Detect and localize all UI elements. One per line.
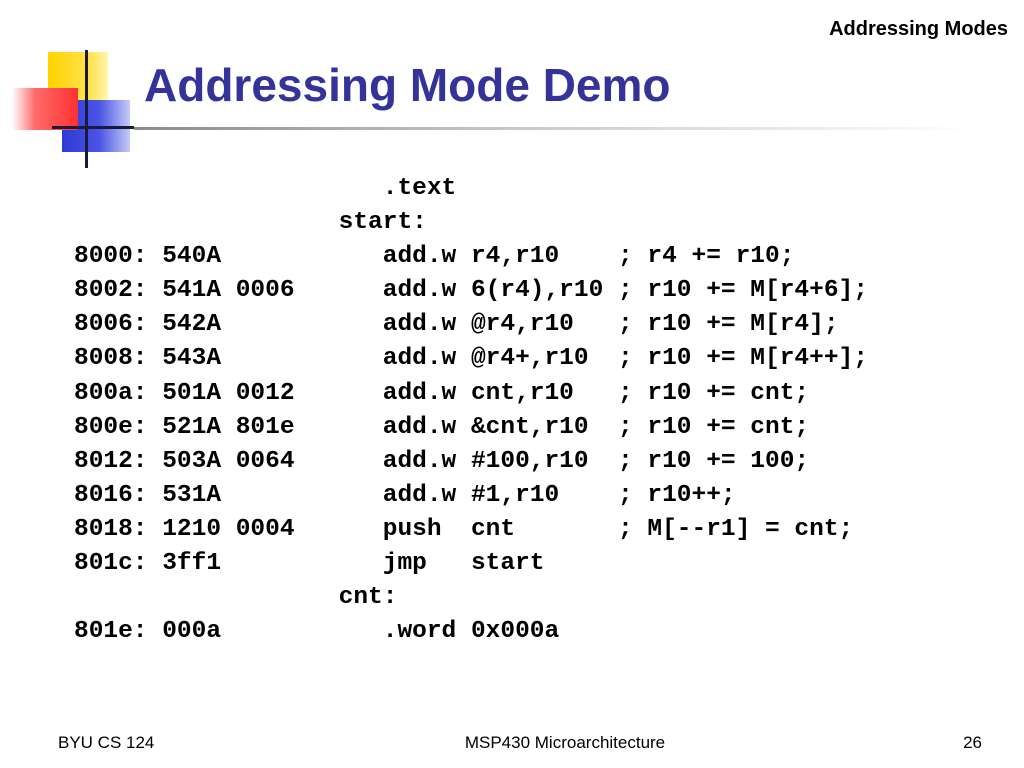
code-line: 801c: 3ff1 jmp start [74,550,545,578]
code-line: .text [74,175,457,202]
section-header: Addressing Modes [829,18,1008,40]
red-square [12,88,78,130]
code-line: 8018: 1210 0004 push cnt ; M[--r1] = cnt… [74,515,854,543]
code-line: 8008: 543A add.w @r4+,r10 ; r10 += M[r4+… [74,345,868,373]
footer-course: BYU CS 124 [58,733,155,752]
footer-topic: MSP430 Microarchitecture [464,733,666,752]
code-line: 8006: 542A add.w @r4,r10 ; r10 += M[r4]; [74,311,839,339]
logo-vertical-line [85,50,88,168]
page-number: 26 [963,733,982,752]
slide-title: Addressing Mode Demo [144,59,671,111]
code-line: 8002: 541A 0006 add.w 6(r4),r10 ; r10 +=… [74,277,868,305]
logo-squares [0,0,160,175]
code-line: start: [74,209,427,237]
code-line: 800e: 521A 801e add.w &cnt,r10 ; r10 += … [74,413,810,441]
assembly-listing: .text start: 8000: 540A add.w r4,r10 ; r4… [74,172,868,649]
code-line: 800a: 501A 0012 add.w cnt,r10 ; r10 += c… [74,379,810,407]
code-line: 801e: 000a .word 0x000a [74,618,560,646]
code-line: 8016: 531A add.w #1,r10 ; r10++; [74,481,736,509]
code-line: 8012: 503A 0064 add.w #100,r10 ; r10 += … [74,447,810,475]
code-line: 8000: 540A add.w r4,r10 ; r4 += r10; [74,243,795,271]
code-line: cnt: [74,584,398,612]
title-underline [134,127,974,130]
logo-horizontal-line [52,126,134,129]
